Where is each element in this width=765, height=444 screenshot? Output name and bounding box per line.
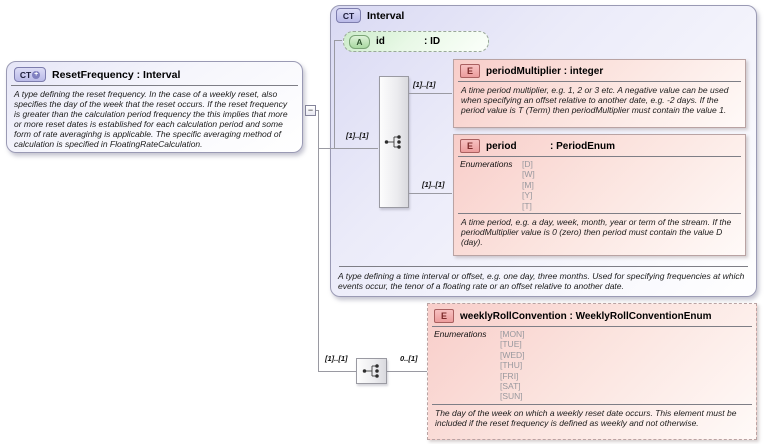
attribute-type: : ID: [424, 36, 441, 47]
sequence-icon: [362, 363, 382, 379]
plus-badge: +: [32, 70, 41, 79]
element-icon: E: [434, 309, 454, 323]
enum-value: [FRI]: [500, 370, 519, 381]
divider: [339, 266, 748, 267]
sequence-icon: [384, 134, 404, 150]
element-icon: E: [460, 64, 480, 78]
connector-line: [334, 40, 335, 149]
extension-sequence-compositor: [356, 358, 387, 384]
enum-value: [W]: [522, 169, 535, 180]
connector-line: [387, 371, 427, 372]
cardinality-label: [1]..[1]: [422, 180, 445, 189]
connector-line: [334, 40, 342, 41]
weekly-roll-convention-title: weeklyRollConvention : WeeklyRollConvent…: [460, 310, 712, 322]
reset-frequency-doc: A type defining the reset frequency. In …: [14, 89, 288, 149]
divider: [458, 213, 741, 215]
reset-frequency-title: ResetFrequency : Interval: [52, 68, 181, 81]
period-multiplier-element-box[interactable]: E periodMultiplier : integer A time peri…: [453, 59, 746, 128]
cardinality-label: [1]..[1]: [413, 80, 436, 89]
divider: [432, 403, 752, 405]
attribute-icon: A: [349, 34, 370, 49]
cardinality-label: 0..[1]: [400, 354, 418, 363]
weekly-roll-enumerations: Enumerations [MON] [TUE] [WED] [THU] [FR…: [428, 327, 756, 404]
weekly-roll-convention-doc: The day of the week on which a weekly re…: [435, 407, 737, 428]
period-multiplier-title: periodMultiplier : integer: [486, 65, 604, 77]
enum-value: [D]: [522, 159, 533, 169]
period-multiplier-doc: A time period multiplier, e.g. 1, 2 or 3…: [461, 85, 729, 115]
enum-value: [WED]: [500, 349, 525, 360]
connector-line: [318, 110, 319, 372]
enum-value: [T]: [522, 200, 532, 211]
complex-type-icon: CT: [336, 8, 361, 23]
enum-value: [M]: [522, 179, 534, 190]
element-icon: E: [460, 139, 480, 153]
cardinality-label: [1]..[1]: [346, 131, 369, 140]
connector-line: [408, 93, 452, 94]
period-type: : PeriodEnum: [550, 140, 616, 152]
divider: [11, 85, 298, 86]
period-doc: A time period, e.g. a day, week, month, …: [461, 217, 732, 248]
collapse-button[interactable]: −: [305, 105, 316, 116]
period-element-box[interactable]: E period : PeriodEnum Enumerations [D] […: [453, 134, 746, 256]
period-enumerations: Enumerations [D] [W] [M] [Y] [T]: [454, 157, 745, 213]
attribute-name: id: [376, 36, 385, 47]
enum-value: [TUE]: [500, 339, 522, 350]
cardinality-label: [1]..[1]: [325, 354, 348, 363]
enum-value: [THU]: [500, 360, 523, 371]
connector-line: [318, 371, 356, 372]
connector-line: [318, 148, 378, 149]
id-attribute-box[interactable]: A id : ID: [343, 31, 489, 52]
interval-type-box[interactable]: CT Interval A id : ID: [330, 5, 757, 297]
reset-frequency-box[interactable]: CT+ ResetFrequency : Interval A type def…: [6, 61, 303, 153]
enum-value: [MON]: [500, 329, 525, 339]
sequence-compositor: [379, 76, 409, 208]
connector-line: [408, 193, 452, 194]
complex-type-plus-icon: CT+: [14, 67, 46, 82]
divider: [432, 326, 752, 327]
connector-line: [316, 110, 319, 111]
interval-doc: A type defining a time interval or offse…: [338, 271, 745, 291]
enumerations-label: Enumerations: [460, 159, 513, 169]
period-name: period: [486, 140, 517, 152]
enum-value: [Y]: [522, 190, 533, 201]
weekly-roll-convention-box[interactable]: E weeklyRollConvention : WeeklyRollConve…: [427, 303, 757, 440]
enum-value: [SUN]: [500, 391, 523, 402]
divider: [458, 81, 741, 82]
divider: [458, 156, 741, 157]
enum-value: [SAT]: [500, 381, 521, 392]
enumerations-label: Enumerations: [434, 329, 487, 339]
interval-title: Interval: [367, 9, 405, 22]
